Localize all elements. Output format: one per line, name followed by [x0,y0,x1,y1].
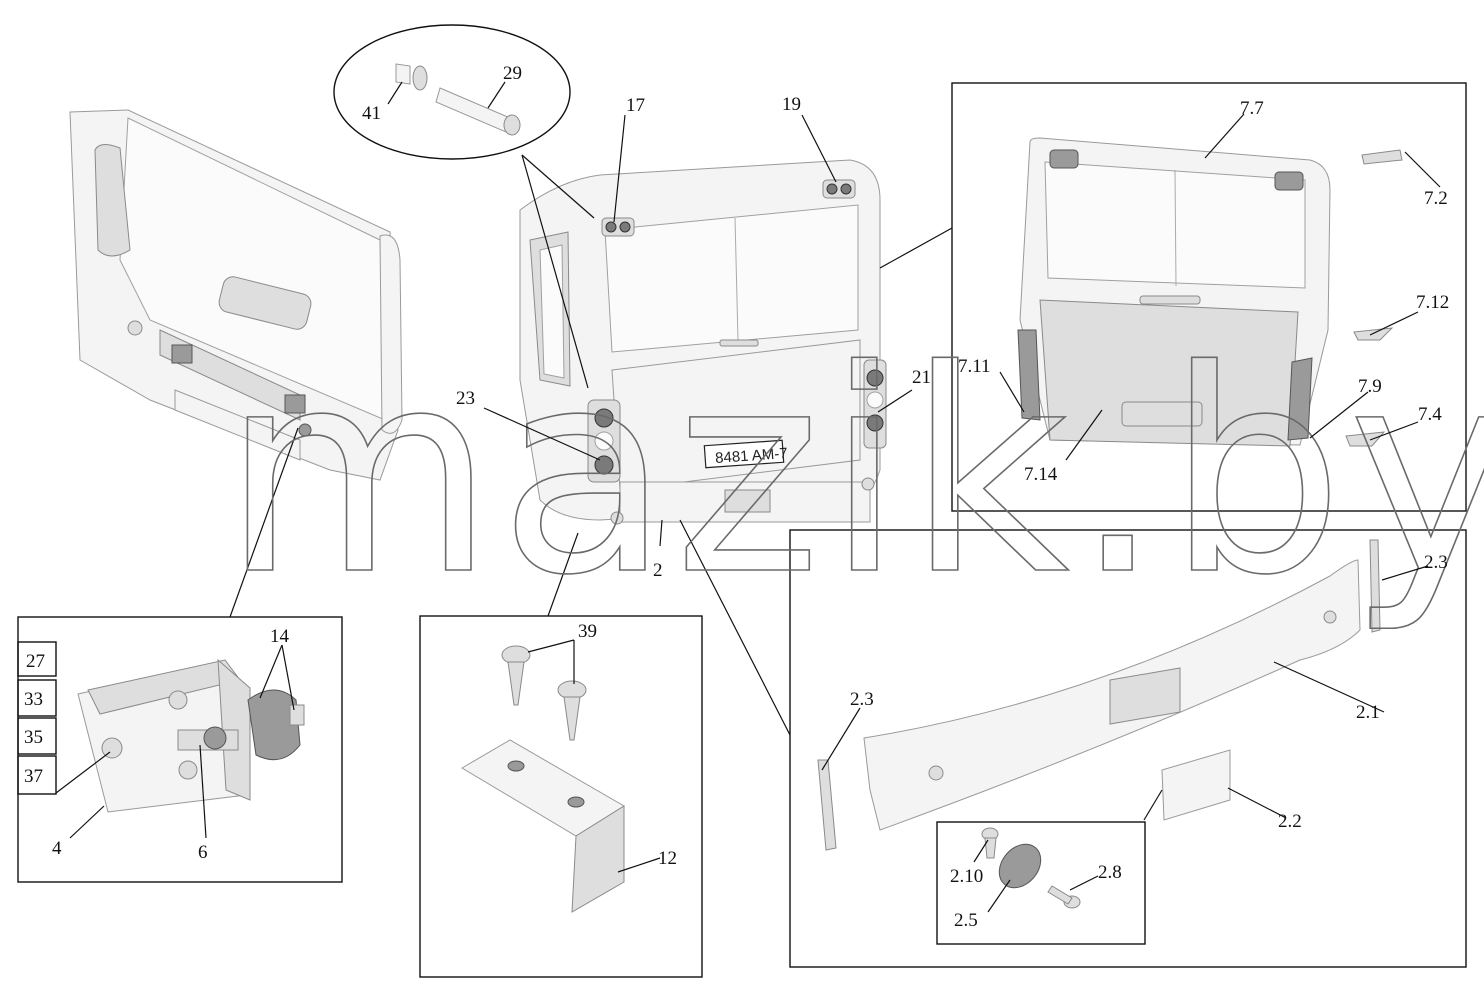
label-37: 37 [24,766,43,787]
bracket-detail-frame [17,427,343,883]
label-7-11: 7.11 [958,356,991,377]
rear-hatch-open-view [69,109,403,481]
top-lamp-right [822,179,856,199]
label-2-3-right: 2.3 [1424,552,1448,573]
fasteners-detail-circle [333,24,595,389]
rear-lamp-left [587,399,621,483]
label-29: 29 [503,63,522,84]
label-12: 12 [658,848,677,869]
bus-rear-view: 8481 AM-7 [519,159,887,525]
label-7-9: 7.9 [1358,376,1382,397]
label-17: 17 [626,95,645,116]
label-2-10: 2.10 [950,866,983,887]
label-2: 2 [653,560,663,581]
label-7-12: 7.12 [1416,292,1449,313]
rear-panel-assembly-frame [879,82,1467,512]
bumper-detail-frame [679,519,1467,968]
label-2-1: 2.1 [1356,702,1380,723]
label-2-8: 2.8 [1098,862,1122,883]
label-7-7: 7.7 [1240,98,1264,119]
label-33: 33 [24,689,43,710]
label-27: 27 [26,651,45,672]
rear-lamp-right [863,359,887,449]
top-lamp-left [601,217,635,237]
label-19: 19 [782,94,801,115]
label-7-4: 7.4 [1418,404,1442,425]
label-23: 23 [456,388,475,409]
label-14: 14 [270,626,290,647]
label-7-2: 7.2 [1424,188,1448,209]
license-plate-text: 8481 AM-7 [715,445,789,467]
label-7-14: 7.14 [1024,464,1058,485]
leader-lines [55,81,1441,913]
label-2-2: 2.2 [1278,811,1302,832]
license-plate: 8481 AM-7 [703,439,789,469]
watermark-text: mazik.by [222,311,1484,637]
label-21: 21 [912,367,931,388]
label-39: 39 [578,621,597,642]
callout-labels: 41 29 17 19 21 23 2 7.7 7.2 7.12 7.11 7.… [24,63,1449,931]
label-6: 6 [198,842,208,863]
label-4: 4 [52,838,62,859]
label-35: 35 [24,727,43,748]
label-2-5: 2.5 [954,910,978,931]
label-2-3-left: 2.3 [850,689,874,710]
bracket-12-detail-frame [419,532,703,978]
label-41: 41 [362,103,381,124]
